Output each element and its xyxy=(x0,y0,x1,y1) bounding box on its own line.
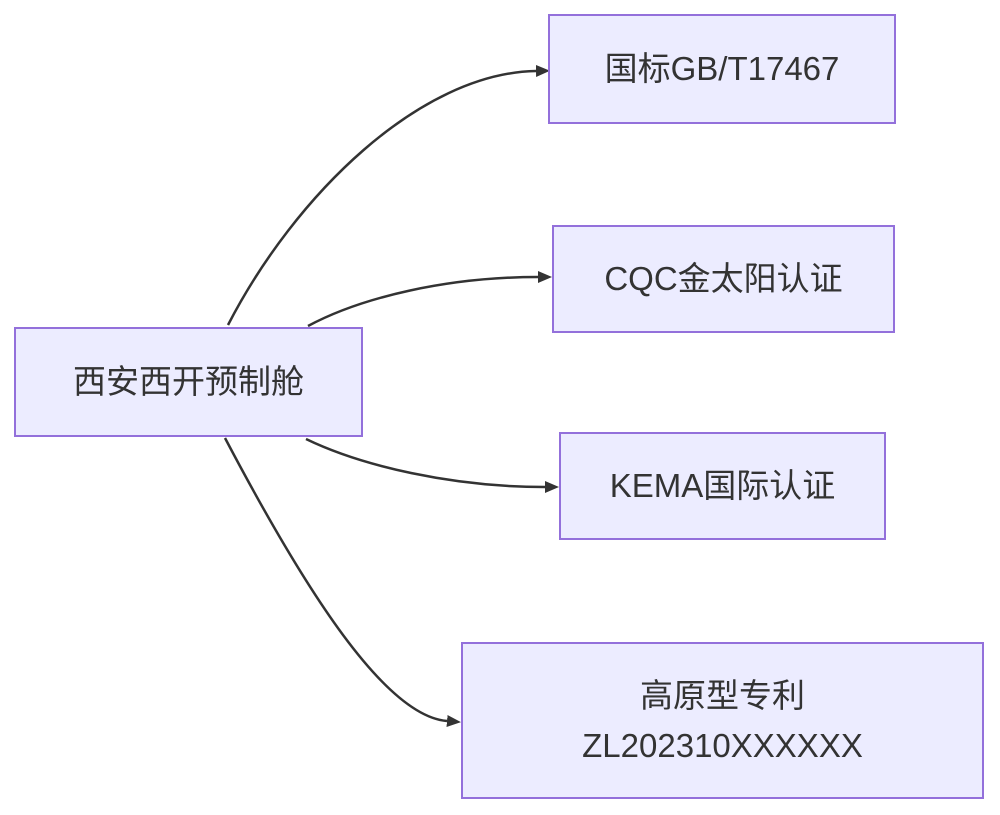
edge-root-to-kema-cert xyxy=(305,437,559,493)
edge-root-to-gb-standard xyxy=(226,65,550,326)
node-patent: 高原型专利 ZL202310XXXXXX xyxy=(461,642,984,799)
node-cqc-cert: CQC金太阳认证 xyxy=(552,225,895,333)
edge-root-to-patent xyxy=(223,437,461,727)
node-gb-standard-label: 国标GB/T17467 xyxy=(604,50,840,88)
node-kema-cert-label: KEMA国际认证 xyxy=(609,467,836,505)
node-root: 西安西开预制舱 xyxy=(14,327,363,437)
node-kema-cert: KEMA国际认证 xyxy=(559,432,886,540)
node-patent-label-line1: 高原型专利 xyxy=(640,677,805,714)
node-patent-label-line2: ZL202310XXXXXX xyxy=(582,726,863,764)
node-root-label: 西安西开预制舱 xyxy=(73,363,304,401)
node-cqc-cert-label: CQC金太阳认证 xyxy=(604,260,843,298)
edge-root-to-cqc-cert xyxy=(307,271,552,328)
node-gb-standard: 国标GB/T17467 xyxy=(548,14,896,124)
